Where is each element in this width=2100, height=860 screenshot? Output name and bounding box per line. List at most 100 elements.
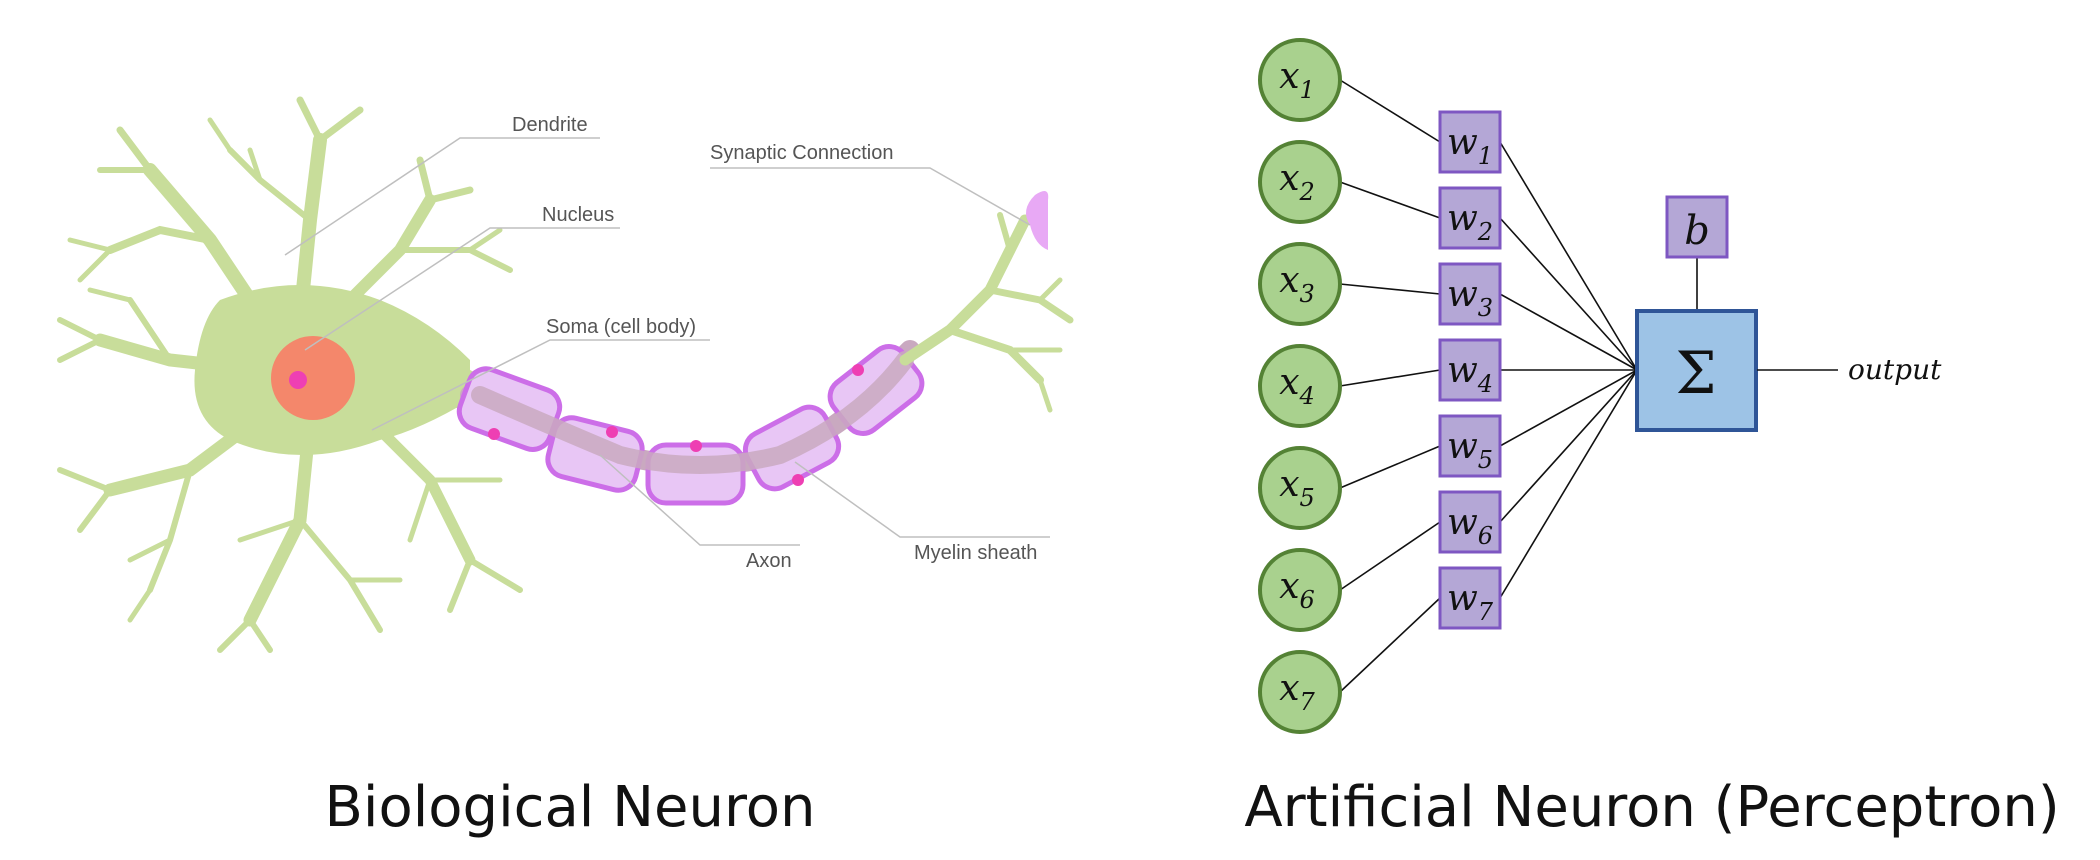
input-node-x4	[1258, 344, 1342, 428]
weight-label-w5: w5	[1447, 426, 1493, 474]
output-label: output	[1848, 353, 1942, 386]
input-label-x7-base: x	[1279, 668, 1299, 709]
input-label-x1: x1	[1279, 56, 1315, 104]
input-label-x3-subscript: 3	[1300, 280, 1315, 308]
input-node-x5	[1258, 446, 1342, 530]
leader-dendrite	[284, 137, 600, 256]
input-label-x6: x6	[1279, 566, 1315, 614]
input-node-x7	[1258, 650, 1342, 734]
input-label-x3-base: x	[1279, 260, 1299, 301]
weight-label-w6: w6	[1447, 502, 1493, 550]
wire-input-5	[1339, 445, 1441, 489]
biological-neuron: Dendrite Nucleus Soma (cell body) Synapt…	[57, 96, 1074, 840]
label-axon: Axon	[746, 550, 792, 572]
weight-label-w1: w1	[1447, 122, 1493, 170]
weight-box-w5	[1438, 414, 1502, 478]
label-nucleus: Nucleus	[542, 204, 614, 226]
weight-label-w7: w7	[1447, 578, 1494, 626]
nucleus	[271, 336, 355, 420]
weight-box-w7	[1438, 566, 1502, 630]
weight-label-w4-base: w	[1447, 350, 1478, 391]
weight-label-w3-subscript: 3	[1478, 294, 1493, 322]
label-dendrite: Dendrite	[512, 114, 588, 136]
weight-label-w2-base: w	[1447, 198, 1478, 239]
input-label-x4-base: x	[1279, 362, 1299, 403]
weight-label-w7-base: w	[1447, 578, 1478, 619]
input-node-x6	[1258, 548, 1342, 632]
input-label-x1-base: x	[1279, 56, 1299, 97]
bias-label: b	[1684, 208, 1710, 254]
wire-input-3	[1339, 283, 1441, 295]
leader-synaptic	[710, 167, 1031, 226]
wire-input-6	[1339, 521, 1441, 591]
input-label-x4-subscript: 4	[1299, 382, 1315, 410]
input-node-x1	[1258, 38, 1342, 122]
input-label-x2-subscript: 2	[1299, 178, 1315, 206]
label-myelin-sheath: Myelin sheath	[914, 542, 1037, 564]
weight-label-w1-base: w	[1447, 122, 1478, 163]
bias-box	[1665, 195, 1729, 259]
input-label-x1-subscript: 1	[1300, 76, 1315, 104]
synaptic-terminal	[1026, 191, 1049, 250]
nucleolus	[289, 371, 307, 389]
weight-label-w4: w4	[1447, 350, 1493, 398]
wire-input-4	[1339, 369, 1441, 387]
summation-symbol: Σ	[1675, 339, 1716, 407]
weight-label-w6-base: w	[1447, 502, 1478, 543]
input-label-x6-subscript: 6	[1300, 586, 1315, 614]
input-label-x5-base: x	[1279, 464, 1299, 505]
input-label-x7: x7	[1279, 668, 1315, 716]
wire-input-1	[1339, 79, 1441, 143]
wire-weight-5	[1499, 369, 1638, 447]
input-label-x7-subscript: 7	[1300, 688, 1316, 716]
weight-box-w2	[1438, 186, 1502, 250]
input-node-x3	[1258, 242, 1342, 326]
wire-weight-7	[1499, 369, 1638, 599]
weight-label-w1-subscript: 1	[1478, 142, 1493, 170]
weight-label-w2-subscript: 2	[1477, 218, 1493, 246]
input-node-x2	[1258, 140, 1342, 224]
caption-biological: Biological Neuron	[324, 775, 815, 840]
leader-myelin	[794, 461, 1050, 538]
wire-input-2	[1339, 181, 1441, 219]
caption-artificial: Artificial Neuron (Perceptron)	[1244, 775, 2059, 840]
wire-input-7	[1339, 597, 1441, 693]
weight-label-w5-base: w	[1447, 426, 1478, 467]
input-label-x5-subscript: 5	[1300, 484, 1315, 512]
schwann-cell-nuclei	[488, 364, 864, 486]
weight-label-w3-base: w	[1447, 274, 1478, 315]
label-synaptic-connection: Synaptic Connection	[710, 142, 893, 164]
weight-label-w3: w3	[1447, 274, 1493, 322]
wire-weight-1	[1499, 141, 1638, 371]
axon-core-overlay	[471, 351, 914, 474]
leader-soma	[371, 339, 710, 431]
input-label-x5: x5	[1279, 464, 1315, 512]
wire-weight-3	[1499, 293, 1638, 371]
wire-weight-6	[1499, 369, 1638, 523]
weight-box-w1	[1438, 110, 1502, 174]
wire-weight-2	[1499, 217, 1638, 371]
label-soma: Soma (cell body)	[546, 316, 696, 338]
input-label-x6-base: x	[1279, 566, 1299, 607]
weight-label-w4-subscript: 4	[1477, 370, 1493, 398]
weight-label-w5-subscript: 5	[1478, 446, 1493, 474]
weight-label-w2: w2	[1447, 198, 1493, 246]
input-label-x4: x4	[1279, 362, 1315, 410]
weight-box-w4	[1438, 338, 1502, 402]
leader-nucleus	[304, 227, 620, 351]
weight-label-w7-subscript: 7	[1478, 598, 1494, 626]
weight-box-w6	[1438, 490, 1502, 554]
input-label-x2-base: x	[1279, 158, 1299, 199]
leader-axon	[599, 454, 800, 546]
input-label-x3: x3	[1279, 260, 1315, 308]
dendrites	[57, 96, 523, 653]
weight-label-w6-subscript: 6	[1478, 522, 1493, 550]
input-label-x2: x2	[1279, 158, 1315, 206]
connection-lines	[1339, 79, 1638, 693]
summation-box	[1635, 309, 1758, 432]
weight-box-w3	[1438, 262, 1502, 326]
